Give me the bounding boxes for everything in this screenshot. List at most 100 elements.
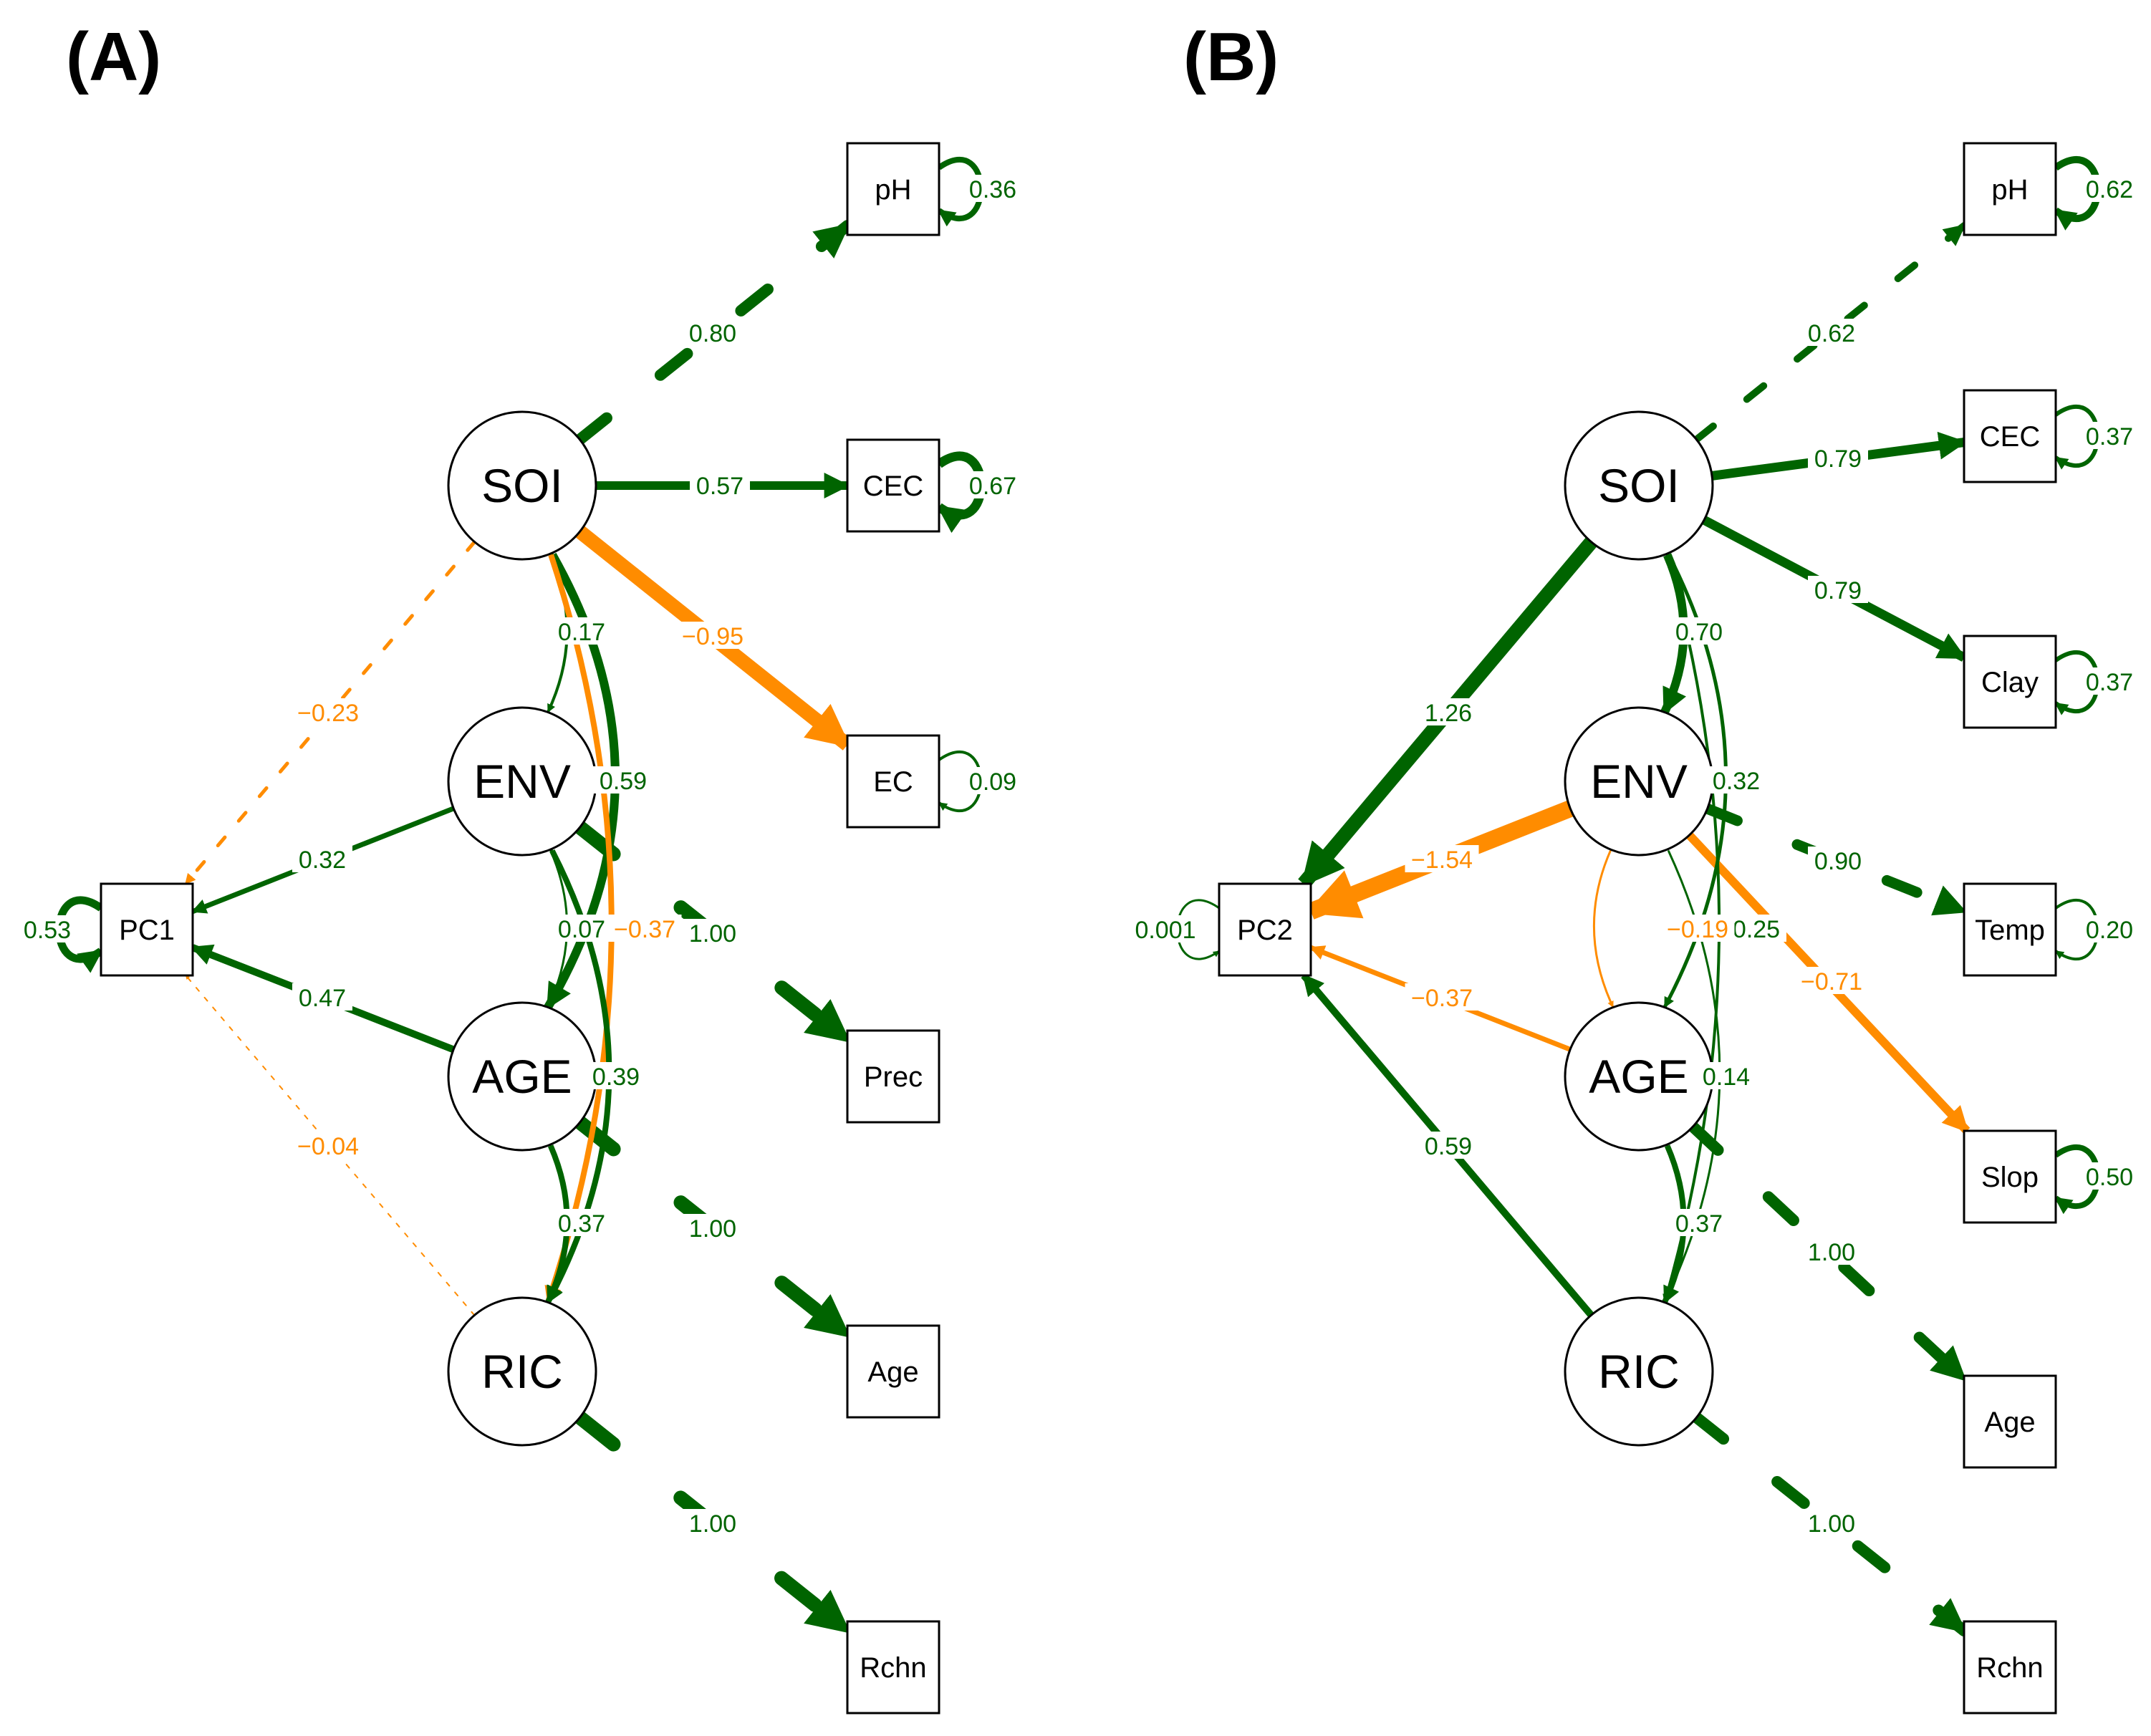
manifest-label-temp: Temp <box>1975 915 2045 946</box>
residual-value-cec: 0.37 <box>2086 423 2133 450</box>
residual-value-ec: 0.09 <box>969 768 1016 796</box>
covariance-value-env-ric: 0.14 <box>1703 1064 1750 1091</box>
manifest-label-ec: EC <box>873 766 913 798</box>
residual-value-cec-bg <box>2079 422 2140 449</box>
manifest-label-clay: Clay <box>1981 667 2039 698</box>
covariance-value-env-ric: 0.39 <box>592 1064 640 1091</box>
path-value-age-pc2-bg <box>1405 983 1479 1011</box>
path-value-ric-rchn-bg <box>1801 1509 1862 1536</box>
path-value-soi-cec-bg <box>690 471 750 498</box>
path-value-age-age-bg <box>683 1214 743 1241</box>
covariance-value-soi-ric: −0.37 <box>614 916 675 943</box>
residual-value-pc1: 0.53 <box>24 917 71 944</box>
path-value-ric-rchn: 1.00 <box>689 1510 736 1538</box>
manifest-node-ph <box>1963 142 2057 236</box>
covariance-value-age-ric-bg <box>552 1209 612 1236</box>
covariance-value-soi-age-bg <box>593 766 653 794</box>
covariance-value-soi-age: 0.32 <box>1713 768 1760 795</box>
covariance-value-env-age-bg <box>552 915 612 942</box>
residual-value-cec-bg <box>963 471 1023 498</box>
covariance-value-age-ric: 0.37 <box>1675 1210 1723 1238</box>
covariance-value-env-ric-bg <box>1696 1062 1756 1089</box>
path-value-env-pc2-bg <box>1405 845 1479 872</box>
latent-node-ric <box>1564 1296 1714 1447</box>
covariance-value-soi-ric-bg <box>1726 915 1786 942</box>
covariance-value-env-ric-bg <box>586 1062 646 1089</box>
manifest-node-rchn <box>846 1620 940 1715</box>
manifest-node-age <box>1963 1374 2057 1469</box>
path-value-soi-pc2-bg <box>1418 698 1478 725</box>
residual-value-temp: 0.20 <box>2086 917 2133 944</box>
covariance-value-age-ric: 0.37 <box>558 1210 605 1238</box>
covariance-value-soi-ric-bg <box>607 915 682 942</box>
covariance-value-soi-age: 0.59 <box>600 768 647 795</box>
residual-value-clay-bg <box>2079 667 2140 695</box>
manifest-node-slop <box>1963 1129 2057 1224</box>
latent-node-soi <box>447 410 597 561</box>
latent-node-soi <box>1564 410 1714 561</box>
path-value-soi-clay: 0.79 <box>1814 577 1862 604</box>
latent-label-age: AGE <box>1589 1050 1688 1103</box>
manifest-label-pc1: PC1 <box>119 915 175 946</box>
manifest-node-ph <box>846 142 940 236</box>
path-value-ric-pc2: 0.59 <box>1425 1133 1472 1160</box>
manifest-label-cec: CEC <box>863 471 923 502</box>
residual-value-ec-bg <box>963 767 1023 794</box>
path-value-env-prec-bg <box>683 919 743 946</box>
path-value-soi-ec: −0.95 <box>682 623 744 650</box>
covariance-value-age-ric-bg <box>1669 1209 1729 1236</box>
latent-node-ric <box>447 1296 597 1447</box>
manifest-node-rchn <box>1963 1620 2057 1715</box>
path-value-env-slop: −0.71 <box>1801 968 1862 995</box>
path-value-age-pc2: −0.37 <box>1411 985 1473 1012</box>
path-value-env-pc2: −1.54 <box>1411 847 1473 874</box>
residual-value-pc2-bg <box>1128 915 1203 942</box>
path-age-to-age <box>1687 1121 1970 1385</box>
residual-value-ph-bg <box>963 175 1023 202</box>
covariance-value-soi-age-bg <box>1706 766 1766 794</box>
residual-value-cec: 0.67 <box>969 473 1016 500</box>
covariance-value-soi-env: 0.70 <box>1675 619 1723 646</box>
manifest-node-prec <box>846 1029 940 1124</box>
path-value-soi-clay-bg <box>1808 576 1868 603</box>
manifest-node-ec <box>846 734 940 829</box>
manifest-node-pc2 <box>1218 882 1312 977</box>
path-value-ric-pc1: −0.04 <box>297 1133 359 1160</box>
covariance-value-soi-env: 0.17 <box>558 619 605 646</box>
path-value-ric-rchn-bg <box>683 1509 743 1536</box>
manifest-node-age <box>846 1324 940 1419</box>
panel-title: (A) <box>66 19 161 95</box>
path-value-env-temp: 0.90 <box>1814 848 1862 875</box>
path-value-soi-cec: 0.57 <box>696 473 744 500</box>
covariance-value-soi-env-bg <box>552 617 612 645</box>
manifest-label-slop: Slop <box>1981 1162 2039 1193</box>
covariance-value-soi-ric: 0.25 <box>1733 916 1780 943</box>
latent-label-ric: RIC <box>481 1345 563 1398</box>
covariance-value-env-age-bg <box>1660 915 1735 942</box>
manifest-node-cec <box>846 438 940 533</box>
manifest-label-age: Age <box>867 1356 918 1388</box>
path-soi-to-pc1 <box>183 540 477 886</box>
residual-value-slop-bg <box>2079 1162 2140 1190</box>
latent-label-age: AGE <box>472 1050 572 1103</box>
path-value-age-pc1-bg <box>292 983 352 1011</box>
path-value-soi-pc2: 1.26 <box>1425 700 1472 727</box>
manifest-node-temp <box>1963 882 2057 977</box>
path-value-env-pc1: 0.32 <box>299 847 346 874</box>
path-value-soi-ec-bg <box>675 622 750 649</box>
labels-layer: (A)0.800.57−0.951.001.001.00−0.230.320.4… <box>17 19 2140 1538</box>
latent-label-env: ENV <box>1590 755 1688 808</box>
path-value-ric-rchn: 1.00 <box>1808 1510 1855 1538</box>
path-value-soi-ph: 0.62 <box>1808 320 1855 347</box>
path-value-soi-cec: 0.79 <box>1814 445 1862 473</box>
manifest-label-cec: CEC <box>1980 421 2040 453</box>
path-value-age-age-bg <box>1801 1238 1862 1265</box>
residual-value-clay: 0.37 <box>2086 669 2133 696</box>
path-value-ric-pc1-bg <box>291 1132 365 1159</box>
path-value-soi-pc1-bg <box>291 698 365 725</box>
residual-value-ph-bg <box>2079 175 2140 202</box>
residual-value-slop: 0.50 <box>2086 1164 2133 1191</box>
residual-value-ph: 0.36 <box>969 176 1016 203</box>
latent-label-soi: SOI <box>481 459 563 512</box>
